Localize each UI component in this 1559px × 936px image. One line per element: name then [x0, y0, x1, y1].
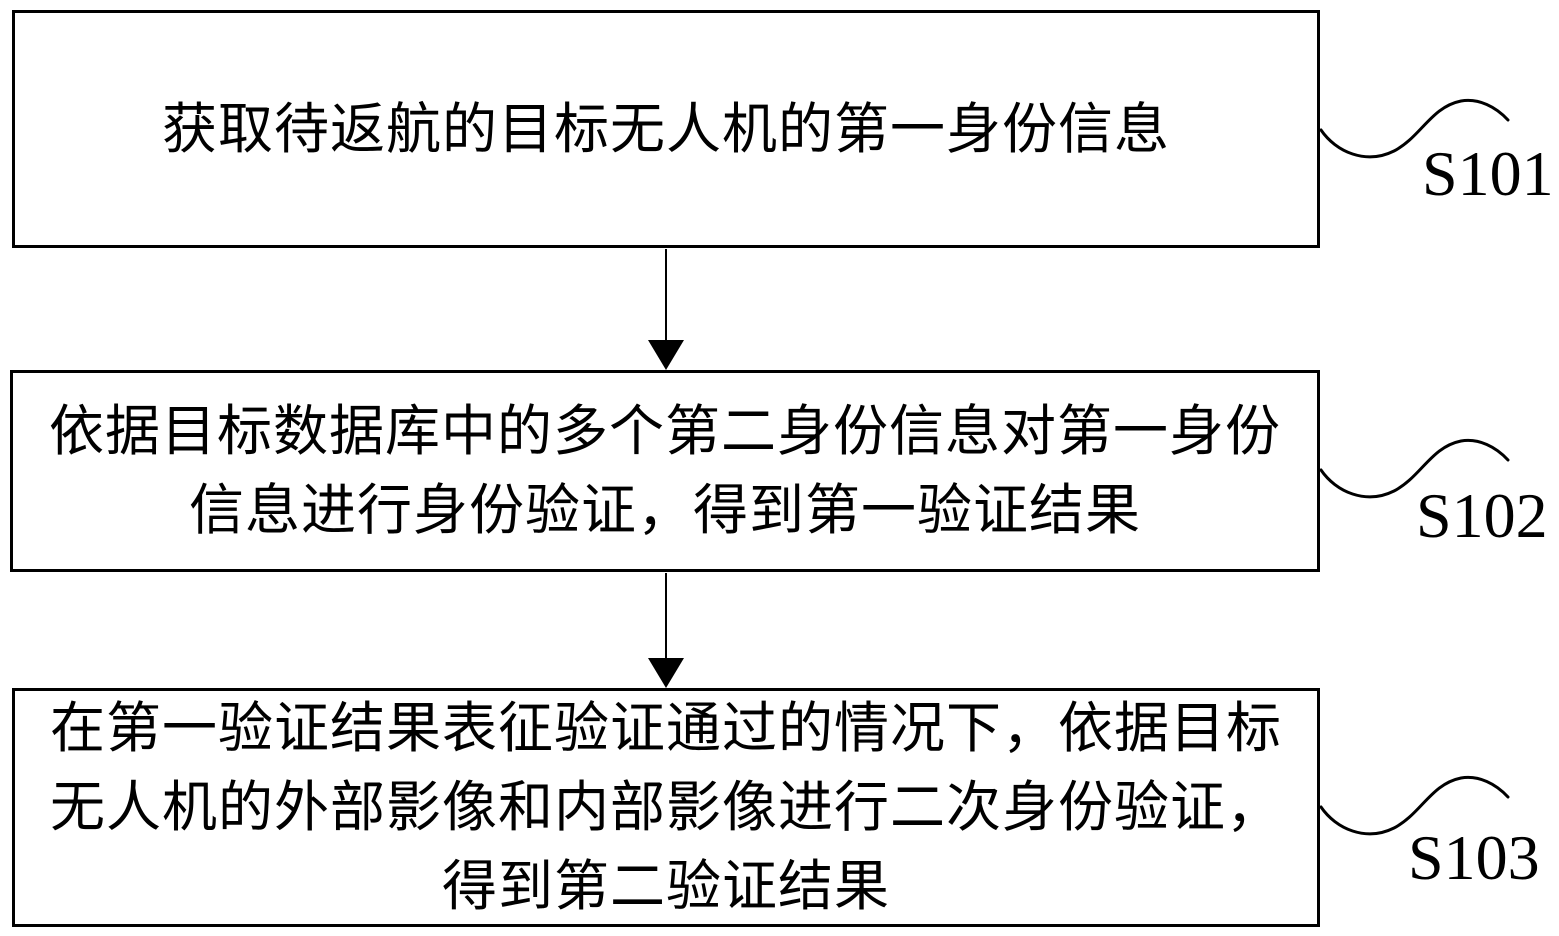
arrow-head-icon	[648, 340, 684, 370]
arrow-head-icon	[648, 658, 684, 688]
step-s103-text-line-3: 得到第二验证结果	[441, 856, 890, 917]
step-box-s102: 依据目标数据库中的多个第二身份信息对第一身份 信息进行身份验证，得到第一验证结果	[10, 370, 1320, 572]
wavy-connector-icon	[1319, 775, 1510, 836]
step-s101-text-line-1: 获取待返航的目标无人机的第一身份信息	[161, 98, 1170, 160]
wavy-connector-path	[1319, 98, 1510, 159]
wavy-connector-icon	[1319, 98, 1510, 159]
step-label-s101: S101	[1422, 138, 1554, 209]
step-box-s101: 获取待返航的目标无人机的第一身份信息	[12, 10, 1320, 248]
step-label-s102: S102	[1416, 480, 1548, 551]
step-s103-text-line-2: 无人机的外部影像和内部影像进行二次身份验证，	[49, 777, 1282, 838]
arrow-shaft	[665, 249, 667, 343]
flow-arrow-1	[648, 249, 684, 370]
step-label-s103: S103	[1408, 822, 1540, 893]
step-s102-text-line-1: 依据目标数据库中的多个第二身份信息对第一身份	[48, 401, 1281, 462]
arrow-shaft	[665, 573, 667, 661]
flow-arrow-2	[648, 573, 684, 688]
wavy-connector-path	[1319, 438, 1510, 499]
step-box-s103: 在第一验证结果表征验证通过的情况下，依据目标 无人机的外部影像和内部影像进行二次…	[12, 688, 1320, 927]
wavy-connector-icon	[1319, 438, 1510, 499]
wavy-connector-path	[1319, 775, 1510, 836]
step-s102-text-line-2: 信息进行身份验证，得到第一验证结果	[188, 480, 1141, 541]
step-s103-text-line-1: 在第一验证结果表征验证通过的情况下，依据目标	[49, 698, 1282, 759]
